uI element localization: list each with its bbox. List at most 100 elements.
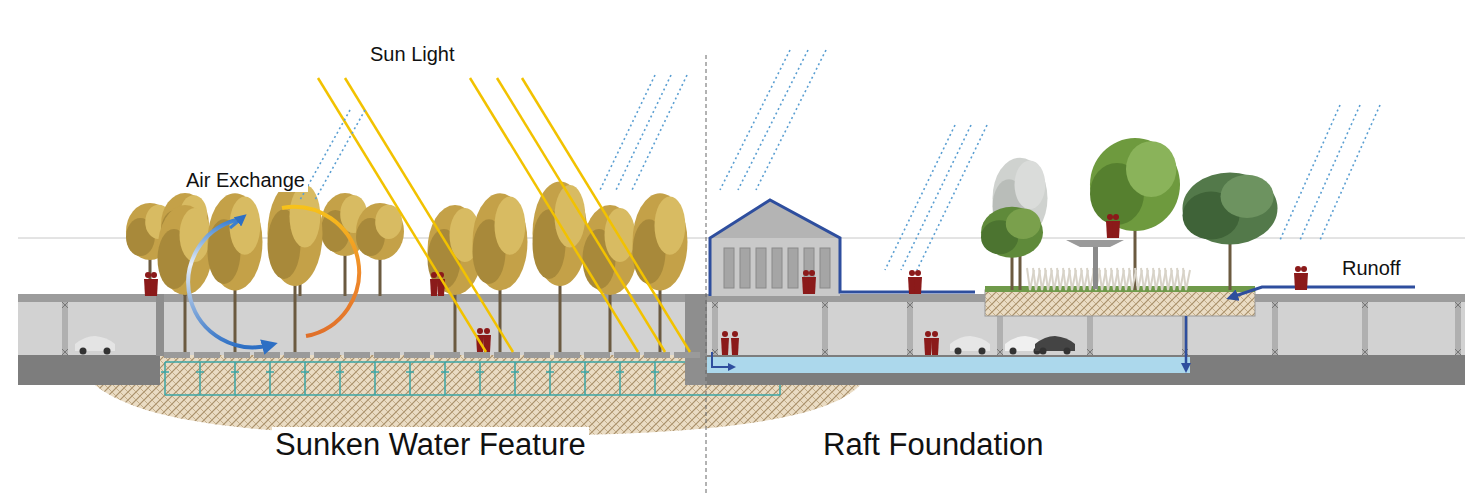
tree-canopy xyxy=(981,207,1043,258)
section-title: Sunken Water Feature xyxy=(272,427,589,463)
pipe xyxy=(546,371,554,373)
person-body xyxy=(150,279,158,296)
section-divider xyxy=(706,55,707,496)
person xyxy=(731,331,739,355)
person-head xyxy=(809,270,815,276)
person xyxy=(914,270,922,294)
pipe xyxy=(406,371,414,373)
paving-tile xyxy=(584,352,610,358)
pipe xyxy=(199,362,201,395)
sun-ray xyxy=(497,78,665,352)
building-window xyxy=(740,248,750,288)
paving-tile xyxy=(674,352,700,358)
car xyxy=(75,336,115,355)
paving-tile xyxy=(374,352,400,358)
person-body xyxy=(731,338,739,355)
air-arc xyxy=(188,220,270,347)
pipe xyxy=(616,371,624,373)
paving-tile xyxy=(224,352,250,358)
tree-canopy xyxy=(495,196,526,254)
person-head xyxy=(151,272,157,278)
rain-line xyxy=(885,125,955,270)
paving-tile xyxy=(434,352,460,358)
person-head xyxy=(909,270,915,276)
tree-canopy xyxy=(1221,175,1274,218)
person-body xyxy=(1300,273,1308,290)
person-head xyxy=(1301,266,1307,272)
pipe xyxy=(165,361,685,363)
sun-ray xyxy=(345,78,513,352)
paving-tile xyxy=(614,352,640,358)
car-wheel xyxy=(1040,348,1047,355)
person-head xyxy=(932,331,938,337)
pipe xyxy=(581,371,589,373)
person-head xyxy=(803,270,809,276)
person-head xyxy=(1295,266,1301,272)
pipe xyxy=(444,362,446,395)
pipe xyxy=(336,371,344,373)
person xyxy=(808,270,816,294)
column xyxy=(62,302,68,355)
column xyxy=(712,302,718,355)
person-head xyxy=(484,328,490,334)
tree-canopy xyxy=(290,185,321,248)
person-body xyxy=(914,277,922,294)
person-head xyxy=(722,331,728,337)
pipe xyxy=(584,362,586,395)
water-storage xyxy=(707,357,1190,373)
pipe xyxy=(164,362,166,395)
rain-line xyxy=(738,50,808,190)
car xyxy=(1035,336,1075,355)
tree-canopy xyxy=(1126,141,1176,197)
person-body xyxy=(808,277,816,294)
air-arrow xyxy=(230,218,242,228)
pipe xyxy=(654,362,656,395)
runoff-arrow xyxy=(1232,287,1415,297)
building-window xyxy=(756,248,766,288)
sun-label: Sun Light xyxy=(367,43,458,66)
garden-tree xyxy=(1183,172,1278,290)
pipe xyxy=(165,394,780,396)
car-wheel xyxy=(104,348,111,355)
raft-slab xyxy=(685,355,1465,385)
ornamental-grass xyxy=(1183,268,1190,290)
building-window xyxy=(772,248,782,288)
air-arc xyxy=(282,207,359,336)
pipe xyxy=(476,371,484,373)
rain-line xyxy=(1300,105,1360,240)
person xyxy=(1300,266,1308,290)
tree-canopy xyxy=(1183,172,1278,244)
rain-line xyxy=(315,110,365,200)
person-head xyxy=(1113,214,1119,220)
person xyxy=(1112,214,1120,238)
paving-tile xyxy=(194,352,220,358)
garden-tree xyxy=(1090,138,1180,290)
paving-tile xyxy=(494,352,520,358)
courtyard-tree xyxy=(158,205,213,352)
tree-canopy xyxy=(583,205,638,295)
column-brace xyxy=(1455,302,1461,355)
person-body xyxy=(721,338,729,355)
column xyxy=(822,302,828,355)
runoff-path xyxy=(710,200,975,296)
person-head xyxy=(477,328,483,334)
pipe xyxy=(266,371,274,373)
rain-line xyxy=(901,125,971,270)
rain-line xyxy=(632,75,687,190)
garden-tree xyxy=(981,207,1043,290)
pipe xyxy=(339,362,341,395)
column-brace xyxy=(62,302,68,355)
car-wheel xyxy=(979,348,986,355)
pipe xyxy=(234,362,236,395)
rain-line xyxy=(600,75,655,190)
retaining-wall xyxy=(156,294,164,356)
air-label: Air Exchange xyxy=(183,169,308,192)
building-wall xyxy=(710,238,840,296)
column xyxy=(1362,302,1368,355)
paving-tile xyxy=(644,352,670,358)
car-wheel xyxy=(955,348,962,355)
person xyxy=(430,272,438,296)
paving-tile xyxy=(554,352,580,358)
